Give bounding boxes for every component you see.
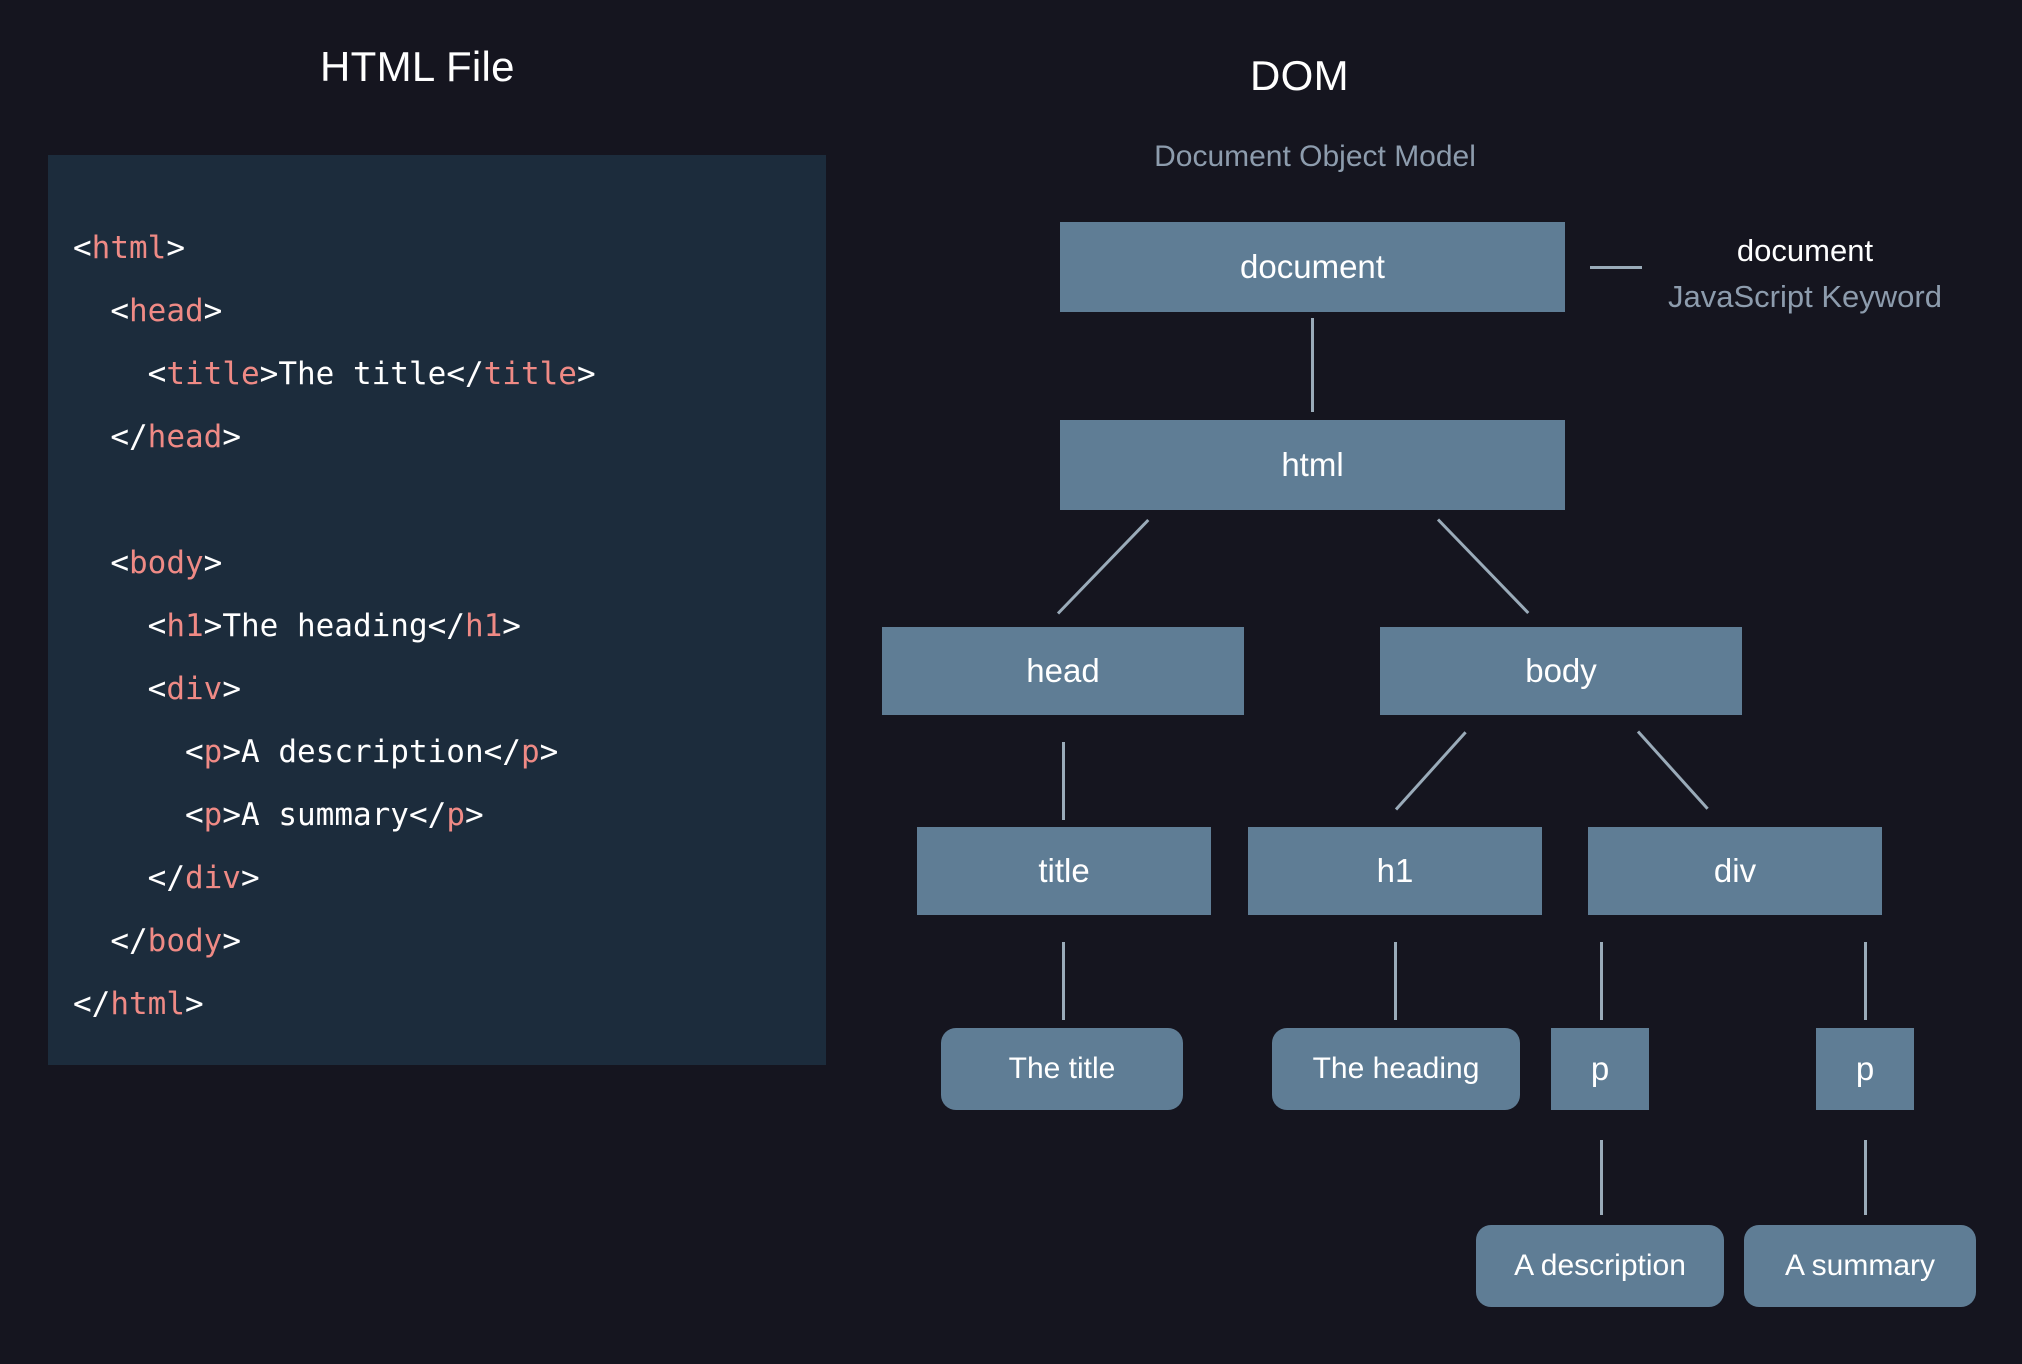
code-line: </head>	[73, 406, 596, 469]
code-token-punc: </	[147, 860, 185, 896]
code-token-punc: </	[483, 734, 521, 770]
edge-body-div	[1636, 730, 1709, 810]
code-line: </div>	[73, 847, 596, 910]
code-token-tag: div	[166, 671, 223, 707]
code-token-tag: head	[147, 419, 223, 455]
code-token-punc: >	[502, 608, 521, 644]
code-token-punc: <	[184, 797, 204, 833]
code-listing: <html> <head> <title>The title</title> <…	[73, 217, 596, 1036]
code-token-punc: <	[110, 545, 129, 581]
code-line: </body>	[73, 910, 596, 973]
dom-node-document[interactable]: document	[1060, 222, 1565, 312]
code-token-tag: body	[129, 545, 204, 581]
edge-html-body	[1436, 518, 1530, 615]
code-token-txt: The heading	[222, 608, 428, 644]
edge-title-text	[1062, 942, 1065, 1020]
annotation-line-1: document	[1736, 233, 1874, 268]
code-token-punc: >	[576, 356, 596, 392]
dom-title: DOM	[1250, 52, 1349, 99]
code-token-punc: <	[147, 608, 167, 644]
code-token-punc: <	[147, 671, 167, 707]
code-token-punc: >	[203, 608, 223, 644]
code-panel: <html> <head> <title>The title</title> <…	[48, 155, 826, 1065]
dom-node-html[interactable]: html	[1060, 420, 1565, 510]
code-line: <title>The title</title>	[73, 343, 596, 406]
code-token-punc: >	[222, 734, 241, 770]
code-token-punc: </	[427, 608, 465, 644]
code-line: <h1>The heading</h1>	[73, 595, 596, 658]
edge-h1-text	[1394, 942, 1397, 1020]
code-line: <html>	[73, 217, 596, 280]
code-token-punc: >	[203, 545, 223, 581]
edge-document-html	[1311, 318, 1314, 412]
code-token-punc: >	[259, 356, 279, 392]
code-token-punc: </	[110, 923, 148, 959]
code-token-punc: >	[166, 230, 185, 266]
code-token-punc: >	[464, 797, 484, 833]
code-token-txt: The title	[278, 356, 447, 392]
edge-div-p2	[1864, 942, 1867, 1020]
dom-node-div[interactable]: div	[1588, 827, 1882, 915]
edge-p1-text	[1600, 1140, 1603, 1215]
code-line: <div>	[73, 658, 596, 721]
edge-head-title	[1062, 742, 1065, 820]
dom-node-title[interactable]: title	[917, 827, 1211, 915]
code-token-tag: h1	[166, 608, 204, 644]
code-line: <head>	[73, 280, 596, 343]
code-token-tag: head	[129, 293, 204, 329]
code-token-punc: >	[222, 923, 241, 959]
edge-div-p1	[1600, 942, 1603, 1020]
code-token-punc: <	[184, 734, 204, 770]
code-token-punc: <	[110, 293, 129, 329]
dom-node-p-first[interactable]: p	[1551, 1028, 1649, 1110]
dom-subtitle: Document Object Model	[1154, 140, 1476, 173]
code-token-punc: </	[73, 986, 111, 1022]
html-file-title: HTML File	[320, 43, 515, 90]
code-token-punc: >	[184, 986, 204, 1022]
code-token-punc: </	[408, 797, 447, 833]
code-token-punc: </	[446, 356, 484, 392]
code-token-punc: >	[203, 293, 223, 329]
code-token-punc: >	[240, 860, 260, 896]
edge-document-to-annotation	[1590, 266, 1642, 269]
edge-html-head	[1056, 518, 1150, 615]
code-token-tag: p	[520, 734, 540, 770]
code-token-txt: A summary	[241, 797, 409, 833]
code-token-tag: p	[203, 734, 223, 770]
dom-text-node-description[interactable]: A description	[1476, 1225, 1724, 1307]
code-token-tag: h1	[464, 608, 503, 644]
code-token-tag: body	[147, 923, 223, 959]
edge-p2-text	[1864, 1140, 1867, 1215]
code-token-tag: p	[446, 797, 465, 833]
code-token-punc: </	[110, 419, 148, 455]
code-line: <p>A description</p>	[73, 721, 596, 784]
code-token-punc: >	[222, 797, 241, 833]
dom-node-h1[interactable]: h1	[1248, 827, 1542, 915]
code-token-tag: html	[91, 230, 167, 266]
dom-text-node-title[interactable]: The title	[941, 1028, 1183, 1110]
code-line	[73, 469, 596, 532]
code-token-txt: A description	[241, 734, 484, 770]
code-token-punc: <	[147, 356, 167, 392]
code-token-tag: html	[110, 986, 185, 1022]
code-line: </html>	[73, 973, 596, 1036]
code-line: <body>	[73, 532, 596, 595]
edge-body-h1	[1394, 731, 1467, 811]
code-token-punc: >	[539, 734, 559, 770]
dom-text-node-summary[interactable]: A summary	[1744, 1225, 1976, 1307]
dom-node-body[interactable]: body	[1380, 627, 1742, 715]
code-token-punc: >	[222, 419, 241, 455]
code-token-tag: title	[166, 356, 260, 392]
code-token-tag: p	[203, 797, 223, 833]
dom-node-head[interactable]: head	[882, 627, 1244, 715]
code-token-tag: title	[483, 356, 577, 392]
code-token-punc: <	[73, 230, 92, 266]
document-keyword-annotation: document JavaScript Keyword	[1640, 228, 1970, 320]
annotation-line-2: JavaScript Keyword	[1668, 279, 1942, 314]
dom-text-node-heading[interactable]: The heading	[1272, 1028, 1520, 1110]
code-line: <p>A summary</p>	[73, 784, 596, 847]
code-token-tag: div	[184, 860, 241, 896]
code-token-punc: >	[222, 671, 241, 707]
dom-node-p-second[interactable]: p	[1816, 1028, 1914, 1110]
